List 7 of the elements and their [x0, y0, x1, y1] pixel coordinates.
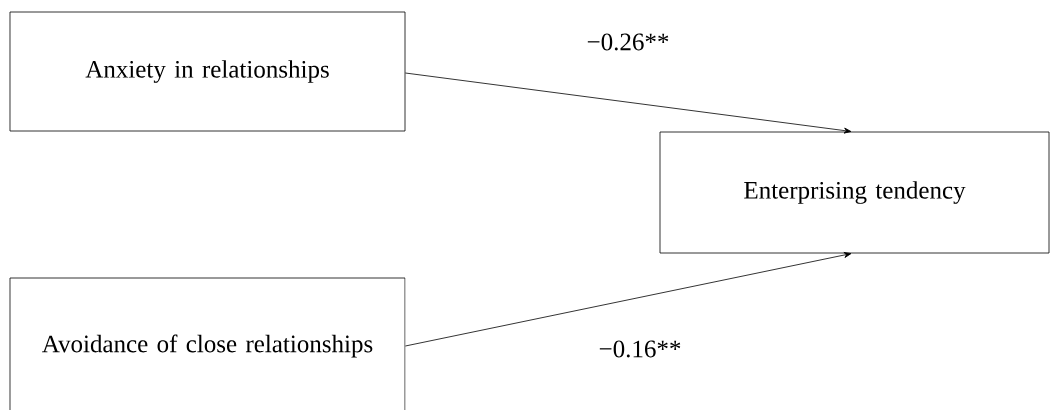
- arrow: [405, 72, 852, 134]
- variable-box: Avoidance of close relationships: [9, 277, 406, 410]
- arrow: [405, 252, 852, 347]
- variable-box: Enterprising tendency: [659, 131, 1050, 254]
- edge-label: −0.16**: [597, 339, 683, 359]
- variable-box: Anxiety in relationships: [9, 11, 406, 132]
- edge-label: −0.26**: [585, 32, 671, 52]
